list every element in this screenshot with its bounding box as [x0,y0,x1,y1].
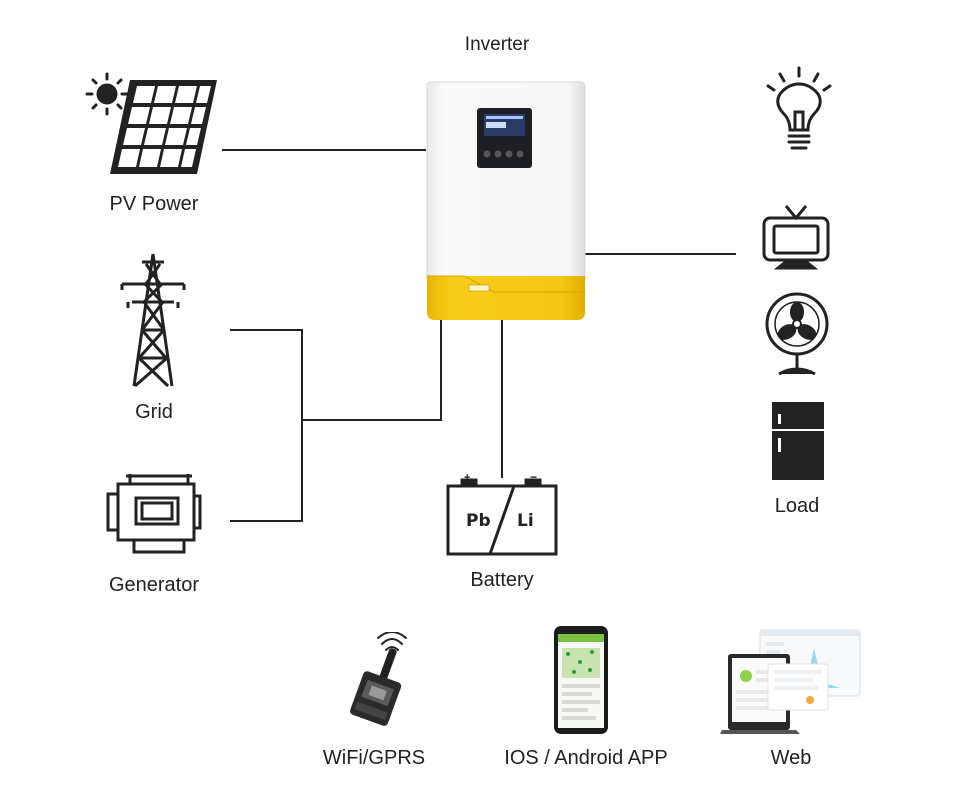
inverter-unit [426,81,586,320]
fridge-icon [772,402,824,480]
pv-power-label: PV Power [109,193,199,215]
battery-label: Battery [470,569,534,591]
tv-icon [762,205,830,270]
battery-pb-label: Pb [466,511,491,531]
lightbulb-icon [766,66,832,150]
grid-label: Grid [135,401,173,423]
solar-panel-icon [85,72,217,174]
wifi-module-icon [350,632,407,726]
ac-input-wire [302,320,442,421]
load-label: Load [774,495,820,517]
wifi-gprs-label: WiFi/GPRS [322,747,426,769]
battery-icon [446,478,558,556]
power-tower-icon [120,253,186,388]
generator-icon [106,474,202,554]
battery-li-label: Li [517,511,534,531]
inverter-title: Inverter [464,34,530,55]
web-dashboard-icon [720,629,861,734]
app-label: IOS / Android APP [504,747,668,769]
generator-label: Generator [108,574,200,596]
battery-plus: + [464,472,471,484]
web-label: Web [770,747,812,769]
grid-generator-bus [230,329,303,522]
battery-minus: − [530,470,538,484]
phone-app-icon [554,626,608,734]
fan-icon [765,292,829,376]
